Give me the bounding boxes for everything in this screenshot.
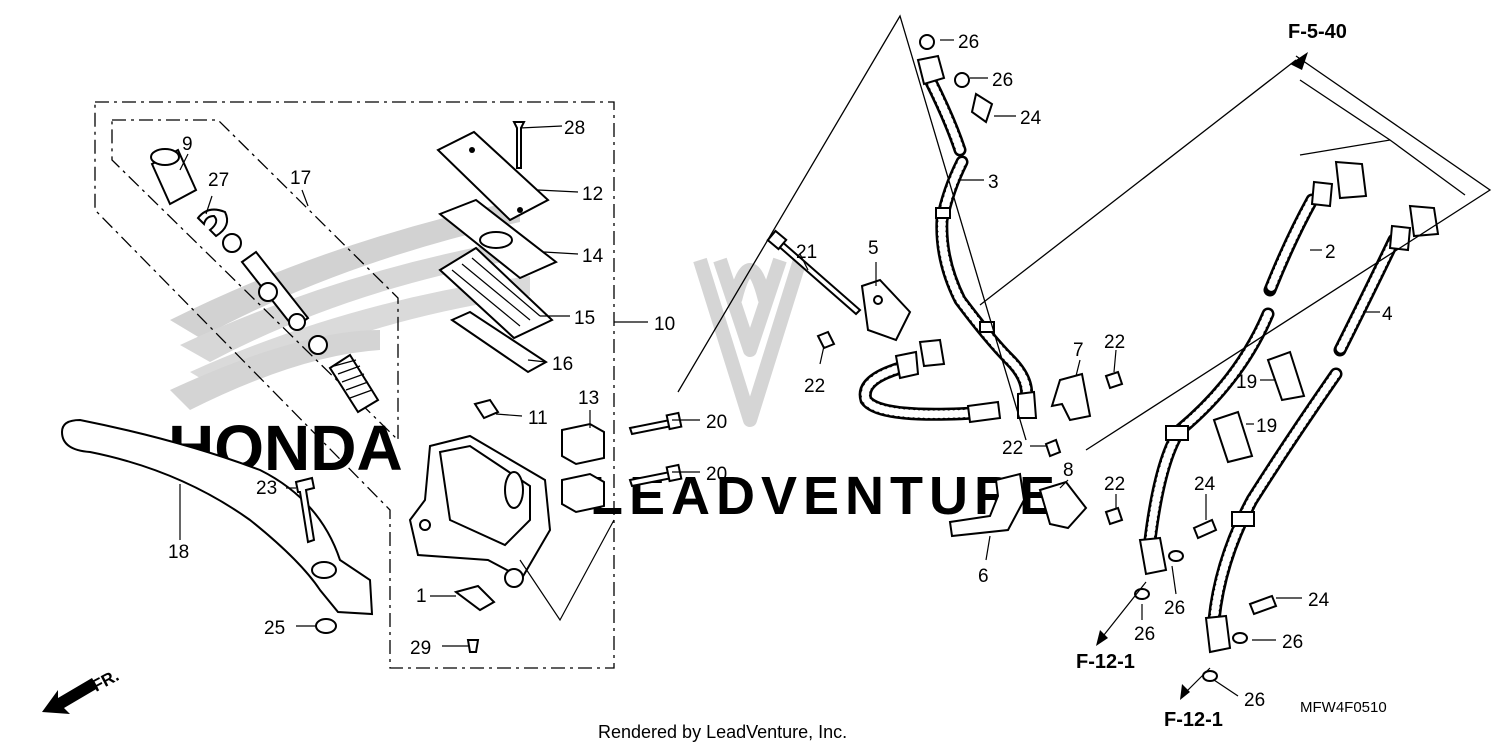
callout-23: 23: [256, 478, 277, 499]
callout-16: 16: [552, 354, 573, 375]
callout-19b: 19: [1256, 416, 1277, 437]
split-line: [1299, 79, 1391, 141]
callout-22d: 22: [1104, 474, 1125, 495]
callout-24b: 24: [1194, 474, 1216, 495]
callout-26a: 26: [958, 32, 979, 53]
ref-arrow-line: [979, 59, 1297, 306]
callout-8: 8: [1063, 460, 1074, 481]
callout-25: 25: [264, 618, 285, 639]
credit-text: Rendered by LeadVenture, Inc.: [598, 722, 847, 742]
callout-24a: 24: [1020, 108, 1042, 129]
upper-hose-group-line: [677, 14, 1027, 441]
ref-code-bottom-left: F-12-1: [1076, 651, 1135, 673]
master-cylinder-body: [408, 434, 552, 588]
diagram-code: MFW4F0510: [1300, 699, 1387, 716]
watermark-logo: [693, 257, 807, 427]
callout-22c: 22: [1002, 438, 1023, 459]
callout-28: 28: [564, 118, 585, 139]
callout-10: 10: [654, 314, 675, 335]
callout-7: 7: [1073, 340, 1084, 361]
clip-part: [473, 398, 500, 420]
callout-19a: 19: [1236, 372, 1257, 393]
reservoir-cap-part: [436, 130, 550, 222]
bolt-part: [1044, 438, 1062, 458]
bracket-part: [948, 472, 1026, 538]
bolt-part: [1104, 506, 1124, 526]
ref-code-top: F-5-40: [1288, 21, 1347, 43]
callout-13: 13: [578, 388, 599, 409]
callout-12: 12: [582, 184, 603, 205]
callout-24c: 24: [1308, 590, 1330, 611]
callout-26c: 26: [1164, 598, 1185, 619]
bolt-part: [816, 330, 836, 350]
callout-26b: 26: [992, 70, 1013, 91]
screw-part: [466, 639, 480, 653]
honda-wing-watermark: HONDA: [168, 200, 530, 484]
clamp-part: [1038, 480, 1088, 530]
callout-18: 18: [168, 542, 189, 563]
callout-22a: 22: [804, 376, 825, 397]
callout-5: 5: [868, 238, 879, 259]
callout-2: 2: [1325, 242, 1336, 263]
ref-arrow-line: [1099, 581, 1147, 641]
piston-parts: [222, 233, 380, 414]
screw-part: [512, 121, 526, 169]
front-direction-arrow: FR.: [42, 666, 122, 714]
bracket-part: [860, 278, 912, 342]
callout-20b: 20: [706, 464, 727, 485]
bolt-part: [1248, 594, 1278, 616]
callout-26e: 26: [1282, 632, 1303, 653]
hose-clamp-part: [1266, 350, 1306, 402]
hose-2-part: [1134, 160, 1368, 600]
switch-part: [453, 584, 496, 612]
callout-11: 11: [528, 408, 548, 429]
callout-4: 4: [1382, 304, 1393, 325]
callout-27: 27: [208, 170, 229, 191]
piston-kit-group-box: [111, 119, 399, 442]
pivot-bolt-part: [294, 476, 316, 544]
callout-14: 14: [582, 246, 604, 267]
callout-15: 15: [574, 308, 595, 329]
callout-22b: 22: [1104, 332, 1125, 353]
callout-17: 17: [290, 168, 311, 189]
circlip-part: [196, 208, 229, 238]
callout-1: 1: [416, 586, 427, 607]
washer-part: [1232, 632, 1248, 644]
callout-20a: 20: [706, 412, 727, 433]
connecting-hose-part: [858, 338, 1002, 424]
leader-lines: [179, 39, 1380, 697]
callout-3: 3: [988, 172, 999, 193]
upper-hose-part: [916, 34, 1038, 419]
boot-part: [150, 148, 198, 206]
callout-29: 29: [410, 638, 431, 659]
hose-4-part: [1202, 204, 1440, 682]
callout-6: 6: [978, 566, 989, 587]
ref-group-line: [1085, 55, 1492, 451]
bolt-part: [628, 418, 674, 436]
master-cylinder-group-box: [94, 101, 615, 669]
bolt-part: [1192, 518, 1218, 540]
callout-26d: 26: [1134, 624, 1155, 645]
callout-26f: 26: [1244, 690, 1265, 711]
bracket-part: [1050, 372, 1092, 422]
ref-code-bottom-right: F-12-1: [1164, 709, 1223, 731]
washer-part: [1168, 550, 1184, 562]
ref-arrow-line: [1183, 667, 1211, 695]
callout-labels: 1 2 3 4 5 6 7 8 9 10 11 12 13 14 15 16 1…: [168, 32, 1393, 711]
hose-clamp-part: [1212, 410, 1254, 464]
holder-part: [561, 422, 605, 514]
callout-9: 9: [182, 134, 193, 155]
svg-text:FR.: FR.: [89, 666, 122, 696]
callout-21: 21: [796, 242, 817, 263]
nut-part: [315, 618, 337, 634]
bolt-part: [1104, 370, 1124, 390]
